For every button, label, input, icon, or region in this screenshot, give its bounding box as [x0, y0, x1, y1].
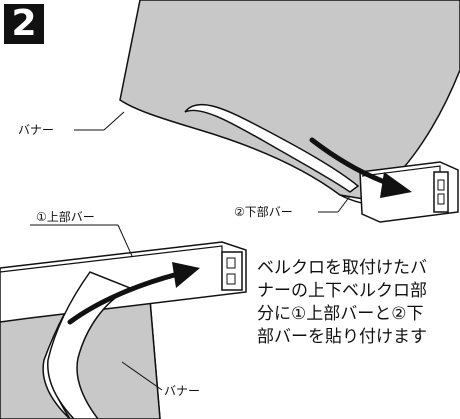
- arrow-to-upper-bar: [67, 262, 200, 325]
- leader-lower-bar-2: [337, 195, 351, 213]
- instruction-line-2: ナーの上下ベルクロ部: [257, 281, 427, 301]
- upper-bar: [0, 241, 247, 323]
- label-banner-bottom: バナー: [164, 384, 201, 398]
- bottom-banner-flap: [47, 271, 132, 419]
- label-banner-top: バナー: [18, 123, 55, 137]
- arrow-to-lower-bar: [309, 137, 412, 198]
- instruction-line-4: 部バーを貼り付けます: [257, 327, 427, 347]
- leader-banner-bottom: [121, 361, 163, 391]
- label-lower-bar: ②下部バー: [234, 205, 293, 219]
- top-banner-flap: [184, 103, 360, 193]
- instruction-text: ベルクロを取付けたバ ナーの上下ベルクロ部 分に①上部バーと②下 部バーを貼り付…: [257, 257, 460, 349]
- leader-upper-bar-2: [117, 224, 133, 257]
- leader-banner-top-2: [103, 111, 125, 131]
- label-upper-bar: ①上部バー: [36, 210, 95, 224]
- instruction-line-3: 分に①上部バーと②下: [257, 304, 424, 324]
- instruction-line-1: ベルクロを取付けたバ: [257, 258, 427, 278]
- step-number-badge: 2: [4, 4, 44, 44]
- top-banner: [119, 0, 460, 201]
